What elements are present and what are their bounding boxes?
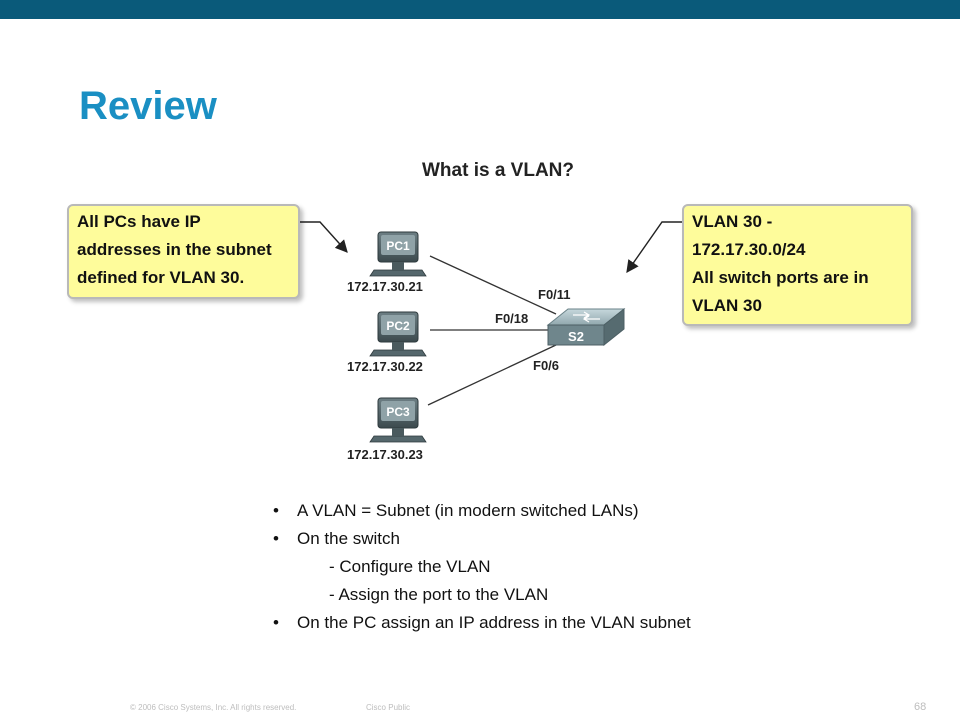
bullet-item: On the PC assign an IP address in the VL… <box>270 609 691 637</box>
callout-left-line: defined for VLAN 30. <box>77 268 245 287</box>
port-label-f0-11: F0/11 <box>538 287 571 302</box>
top-bar <box>0 0 960 19</box>
pc3-icon <box>369 397 427 443</box>
arrow-left-callout <box>300 221 348 253</box>
bullet-item: A VLAN = Subnet (in modern switched LANs… <box>270 497 691 525</box>
footer-copyright: © 2006 Cisco Systems, Inc. All rights re… <box>130 703 297 712</box>
pc2-label: PC2 <box>386 319 410 333</box>
diagram-heading: What is a VLAN? <box>422 160 574 181</box>
pc3-ip: 172.17.30.23 <box>347 447 423 462</box>
sub-bullet-item: - Configure the VLAN <box>329 557 491 576</box>
port-label-f0-6: F0/6 <box>533 358 559 373</box>
pc1-label: PC1 <box>386 239 410 253</box>
link-pc1-s2 <box>429 255 557 315</box>
switch-label: S2 <box>568 329 584 344</box>
port-label-f0-18: F0/18 <box>495 311 528 326</box>
callout-left-line: addresses in the subnet <box>77 240 272 259</box>
callout-right: VLAN 30 - 172.17.30.0/24 All switch port… <box>682 204 913 326</box>
callout-right-line: VLAN 30 - <box>692 212 773 231</box>
bullet-item: On the switch <box>270 525 691 553</box>
slide-title: Review <box>79 84 217 128</box>
callout-right-line: All switch ports are in <box>692 268 869 287</box>
bullet-list: A VLAN = Subnet (in modern switched LANs… <box>270 497 691 637</box>
link-pc3-s2 <box>427 344 557 406</box>
pc2-icon <box>369 311 427 357</box>
callout-left-line: All PCs have IP <box>77 212 201 231</box>
callout-left: All PCs have IP addresses in the subnet … <box>67 204 300 299</box>
page-number: 68 <box>914 701 927 713</box>
pc1-icon <box>369 231 427 277</box>
arrow-right-callout <box>626 221 682 274</box>
pc1-ip: 172.17.30.21 <box>347 279 423 294</box>
callout-right-line: 172.17.30.0/24 <box>692 240 806 259</box>
pc2-ip: 172.17.30.22 <box>347 359 423 374</box>
switch-icon <box>546 307 626 347</box>
pc3-label: PC3 <box>386 405 410 419</box>
footer-classification: Cisco Public <box>366 703 411 712</box>
sub-bullet-item: - Assign the port to the VLAN <box>329 585 549 604</box>
callout-right-line: VLAN 30 <box>692 296 762 315</box>
